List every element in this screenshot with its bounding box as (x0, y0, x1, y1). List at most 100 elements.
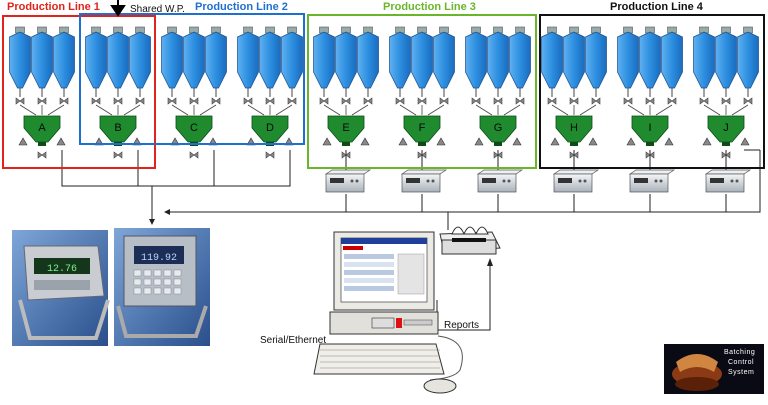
load-cell-icon (626, 137, 636, 146)
valve-icon (363, 97, 373, 105)
silo-icon (465, 26, 493, 116)
valve-icon (287, 97, 297, 105)
silo-icon (335, 26, 357, 115)
weight-controller-icon (476, 169, 524, 193)
silo-icon (123, 26, 151, 116)
hopper-label: H (570, 122, 578, 134)
weigh-hopper-icon: F (398, 115, 446, 159)
serial-ethernet-label: Serial/Ethernet (260, 335, 327, 346)
weight-controller-icon (552, 169, 600, 193)
hopper-label: D (266, 122, 274, 134)
indicator-readout: 119.92 (141, 253, 177, 264)
printer-icon (439, 226, 501, 255)
silo-group (9, 26, 75, 116)
valve-icon (113, 151, 123, 159)
valve-icon (569, 97, 579, 105)
hopper-label: B (114, 122, 121, 134)
valve-icon (515, 97, 525, 105)
valve-icon (167, 97, 177, 105)
line-1-title: Production Line 1 (7, 1, 100, 13)
valve-icon (547, 97, 557, 105)
indicator-readout: 12.76 (47, 264, 77, 275)
mouse (423, 378, 457, 394)
valve-icon (417, 151, 427, 159)
silo-group (85, 26, 151, 116)
silo-icon (161, 26, 189, 116)
valve-icon (417, 97, 427, 105)
weight-controller-icon (704, 169, 752, 193)
silo-icon (199, 26, 227, 116)
valve-icon (721, 97, 731, 105)
valve-icon (37, 97, 47, 105)
weight-controller-icon (324, 169, 372, 193)
valve-icon (37, 151, 47, 159)
shared-arrow-icon (110, 0, 126, 17)
silo-group (465, 26, 531, 116)
valve-icon (699, 97, 709, 105)
silo-icon (275, 26, 303, 116)
weight-controller-icon (628, 169, 676, 193)
indicator-photo-1: 12.76 (12, 230, 110, 346)
valve-icon (395, 97, 405, 105)
valve-icon (493, 97, 503, 105)
reports-line (437, 262, 491, 331)
valve-icon (645, 151, 655, 159)
valve-icon (189, 97, 199, 105)
line-3-title: Production Line 3 (383, 1, 476, 13)
silo-icon (503, 26, 531, 116)
weigh-hopper-icon: I (626, 115, 674, 159)
silo-icon (237, 26, 265, 116)
keyboard (313, 343, 445, 375)
valve-icon (439, 97, 449, 105)
weigh-hopper-icon: E (322, 115, 370, 159)
silo-group (237, 26, 303, 116)
silo-icon (313, 26, 341, 116)
weigh-hopper-icon: B (94, 115, 142, 159)
silo-icon (427, 26, 455, 116)
weigh-hopper-icon: J (702, 115, 750, 159)
logo-line-3: System (728, 369, 755, 376)
load-cell-icon (436, 137, 446, 146)
load-cell-icon (474, 137, 484, 146)
weigh-hopper-icon: D (246, 115, 294, 159)
shared-wp-label: Shared W.P. (130, 4, 185, 15)
hopper-label: I (648, 122, 651, 134)
load-cell-icon (56, 137, 66, 146)
silo-group (389, 26, 455, 116)
valve-icon (667, 97, 677, 105)
silo-icon (639, 26, 661, 115)
silo-group (617, 26, 683, 116)
silo-group (313, 26, 379, 116)
silo-icon (183, 26, 205, 115)
load-cell-icon (360, 137, 370, 146)
production-line-3-frame (307, 14, 537, 169)
arrow-icon (487, 258, 493, 266)
silo-icon (351, 26, 379, 116)
load-cell-icon (550, 137, 560, 146)
hopper-label: J (723, 122, 729, 134)
reports-label: Reports (444, 320, 480, 331)
silo-icon (563, 26, 585, 115)
indicator-photo-2: 119.92 (114, 228, 210, 346)
silo-icon (389, 26, 417, 116)
load-cell-icon (588, 137, 598, 146)
weigh-hopper-icon: C (170, 115, 218, 159)
line-2-title: Production Line 2 (195, 1, 288, 13)
valve-icon (471, 97, 481, 105)
hopper-label: C (190, 122, 198, 134)
valve-icon (341, 97, 351, 105)
line-4-title: Production Line 4 (610, 1, 703, 13)
valve-icon (591, 97, 601, 105)
valve-icon (91, 97, 101, 105)
silo-icon (411, 26, 433, 115)
line-frames (2, 0, 765, 169)
logo-line-1: Batching (724, 349, 756, 356)
silo-icon (487, 26, 509, 115)
valve-icon (15, 97, 25, 105)
weigh-hopper-icon: H (550, 115, 598, 159)
silo-icon (731, 26, 759, 116)
silo-icon (655, 26, 683, 116)
